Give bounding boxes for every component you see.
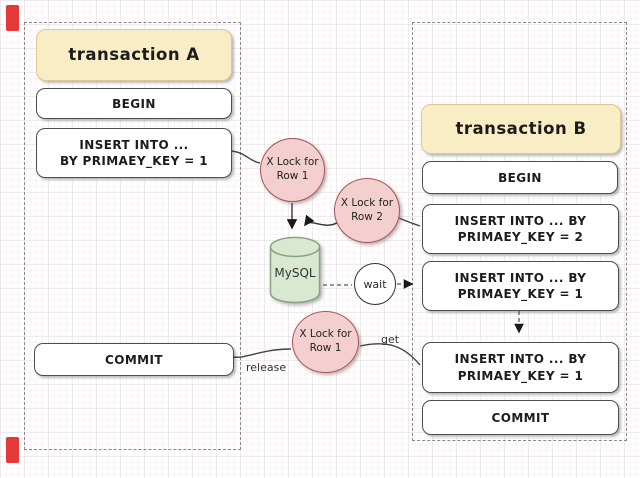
insert-b-key1-retry-line1: INSERT INTO ... BY: [454, 352, 587, 366]
insert-b-key2-line1: INSERT INTO ... BY: [454, 213, 587, 228]
edge-lock2-to-mysql: [304, 214, 341, 227]
insert-box-b-key2: INSERT INTO ... BY PRIMAEY_KEY = 2: [422, 204, 619, 254]
x-lock-row1-line1: X Lock for: [266, 156, 319, 169]
x-lock-row1-circle: X Lock for Row 1: [260, 138, 325, 202]
begin-label-b: BEGIN: [498, 170, 542, 185]
insert-b-key2-line2: PRIMAEY_KEY = 2: [457, 230, 584, 245]
transaction-a-title: transaction A: [68, 44, 200, 64]
transaction-b-title: transaction B: [455, 118, 587, 138]
red-marker-bottom-icon: [6, 437, 19, 463]
transaction-b-panel: transaction B BEGIN INSERT INTO ... BY P…: [412, 22, 627, 441]
edge-lock3-to-insertB-retry: [359, 343, 421, 366]
edge-insertA-to-lock1: [231, 150, 261, 164]
insert-b-key1-wait-line1: INSERT INTO ... BY: [454, 270, 587, 285]
mysql-label: MySQL: [274, 266, 316, 280]
commit-box-a: COMMIT: [34, 343, 234, 376]
wait-circle: wait: [354, 263, 396, 305]
begin-label-a: BEGIN: [112, 96, 156, 111]
commit-box-b: COMMIT: [422, 400, 619, 435]
release-label: release: [246, 361, 287, 374]
insert-b-key1-retry-line2: PRIMAEY_KEY = 1: [457, 369, 584, 383]
insert-b-key1-wait-line2: PRIMAEY_KEY = 1: [457, 287, 584, 302]
insert-box-b-key1-wait: INSERT INTO ... BY PRIMAEY_KEY = 1: [422, 261, 619, 311]
insert-a-line1: INSERT INTO ...: [79, 137, 189, 152]
commit-label-b: COMMIT: [491, 410, 550, 425]
insert-box-b-key1-retry: INSERT INTO ... BY PRIMAEY_KEY = 1: [422, 342, 619, 393]
x-lock-row1-release-line2: Row 1: [309, 342, 342, 354]
transaction-a-panel: transaction A BEGIN INSERT INTO ... BY P…: [24, 22, 241, 450]
insert-box-a: INSERT INTO ... BY PRIMAEY_KEY = 1: [36, 128, 232, 178]
commit-label-a: COMMIT: [105, 352, 163, 367]
x-lock-row1-line2: Row 1: [276, 170, 309, 182]
x-lock-row2-line2: Row 2: [351, 210, 383, 223]
x-lock-row2-circle: X Lock for Row 2: [334, 178, 400, 243]
database-cylinder-icon: [269, 236, 321, 304]
wait-label: wait: [363, 277, 387, 291]
edge-lock2-to-insertB-key2: [398, 217, 421, 227]
x-lock-row1-release-line1: X Lock for: [299, 328, 352, 341]
mysql-database-cylinder: MySQL: [269, 236, 321, 304]
edge-commitA-to-lock3: [232, 348, 292, 358]
begin-box-a: BEGIN: [36, 88, 232, 119]
transaction-a-header: transaction A: [36, 29, 232, 81]
x-lock-row1-release-circle: X Lock for Row 1: [292, 311, 359, 373]
red-marker-top-icon: [6, 5, 19, 31]
begin-box-b: BEGIN: [422, 161, 618, 194]
x-lock-row2-line1: X Lock for: [340, 196, 394, 209]
get-label: get: [381, 333, 400, 346]
transaction-b-header: transaction B: [421, 104, 621, 154]
insert-a-line2: BY PRIMAEY_KEY = 1: [59, 154, 209, 169]
